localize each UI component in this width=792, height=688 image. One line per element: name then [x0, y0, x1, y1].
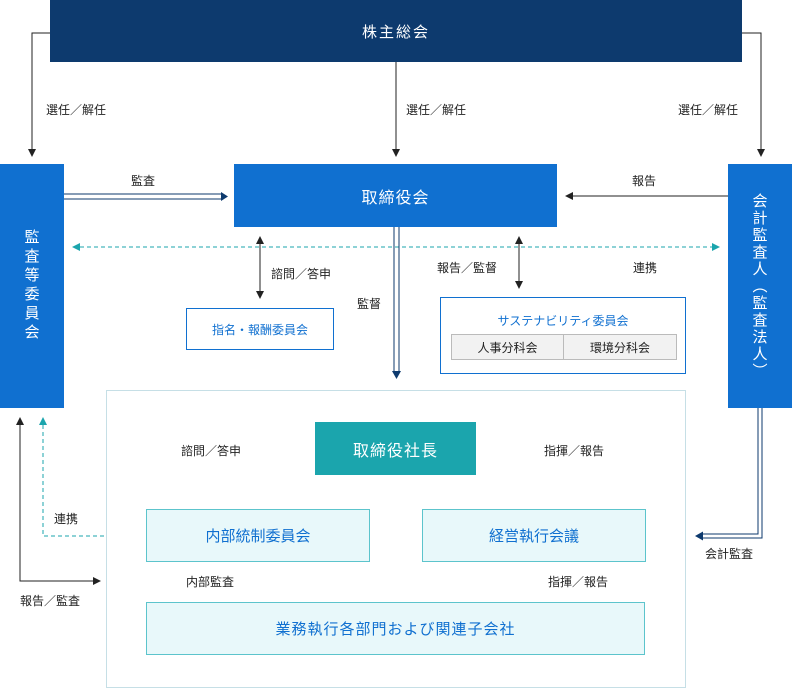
sustainability-title: サステナビリティ委員会 — [497, 314, 629, 328]
consult-label: 諮問／答申 — [271, 267, 332, 281]
president: 取締役社長 — [315, 422, 476, 475]
env-subcommittee: 環境分科会 — [564, 334, 677, 360]
shareholders-meeting: 株主総会 — [50, 0, 742, 62]
internal-control-committee: 内部統制委員会 — [146, 509, 370, 562]
report-label: 報告 — [632, 174, 657, 188]
operations-and-subsidiaries: 業務執行各部門および関連子会社 — [146, 602, 645, 655]
audit-to-board-arrow — [64, 193, 221, 200]
internal-audit-label: 内部監査 — [186, 575, 235, 589]
audit-committee: 監査等委員会 — [0, 164, 64, 408]
command-report-top-label: 指揮／報告 — [544, 444, 605, 458]
collaborate-left-label: 連携 — [54, 512, 79, 526]
sustainability-committee: サステナビリティ委員会 人事分科会 環境分科会 — [440, 297, 686, 374]
elect-right-label: 選任／解任 — [678, 103, 739, 117]
accounting-audit-arrow — [703, 408, 763, 539]
elect-left-label: 選任／解任 — [46, 103, 107, 117]
supervise-arrow — [393, 227, 400, 371]
report-supervise-label: 報告／監督 — [437, 261, 498, 275]
nomination-committee: 指名・報酬委員会 — [186, 308, 334, 350]
accounting-audit-label: 会計監査 — [705, 547, 754, 561]
hr-subcommittee: 人事分科会 — [451, 334, 564, 360]
management-meeting: 経営執行会議 — [422, 509, 646, 562]
accounting-auditor: 会計監査人（監査法人） — [728, 164, 792, 408]
elect-left-arrow — [28, 32, 50, 157]
supervise-label: 監督 — [357, 297, 382, 311]
command-report-bottom-label: 指揮／報告 — [548, 575, 609, 589]
president-consult-label: 諮問／答申 — [181, 444, 242, 458]
report-audit-label: 報告／監査 — [20, 594, 81, 608]
audit-label: 監査 — [131, 174, 156, 188]
report-audit-arrow — [16, 417, 101, 585]
elect-right-arrow — [742, 32, 765, 157]
collaborate-right-label: 連携 — [633, 261, 658, 275]
board-of-directors: 取締役会 — [234, 164, 557, 227]
elect-center-label: 選任／解任 — [406, 103, 467, 117]
